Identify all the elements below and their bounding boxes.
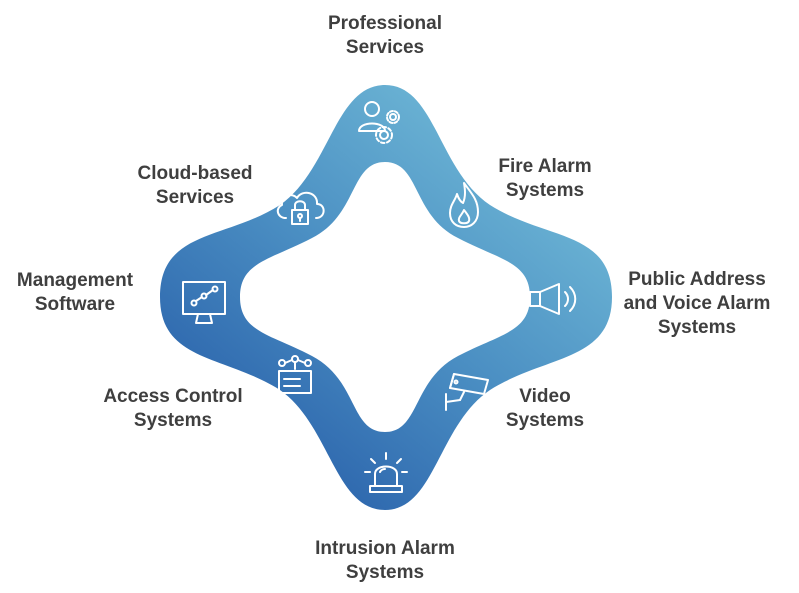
label-public-address: Public Address and Voice Alarm Systems — [623, 269, 771, 338]
siren-icon — [363, 450, 409, 496]
label-access-control: Access Control Systems — [103, 386, 243, 431]
label-cloud-services: Cloud-based Services — [137, 163, 253, 208]
card-reader-icon — [275, 355, 315, 399]
label-video: Video Systems — [505, 386, 585, 431]
flame-icon — [444, 180, 484, 230]
label-professional-services: Professional Services — [327, 13, 443, 58]
label-management-software: Management Software — [16, 270, 134, 315]
monitor-graph-icon — [180, 279, 228, 327]
camera-icon — [440, 368, 492, 412]
speaker-icon — [527, 282, 583, 316]
label-intrusion-alarm: Intrusion Alarm Systems — [315, 538, 455, 583]
user-gears-icon — [355, 97, 407, 149]
cloud-lock-icon — [272, 186, 328, 230]
label-fire-alarm: Fire Alarm Systems — [498, 156, 592, 201]
